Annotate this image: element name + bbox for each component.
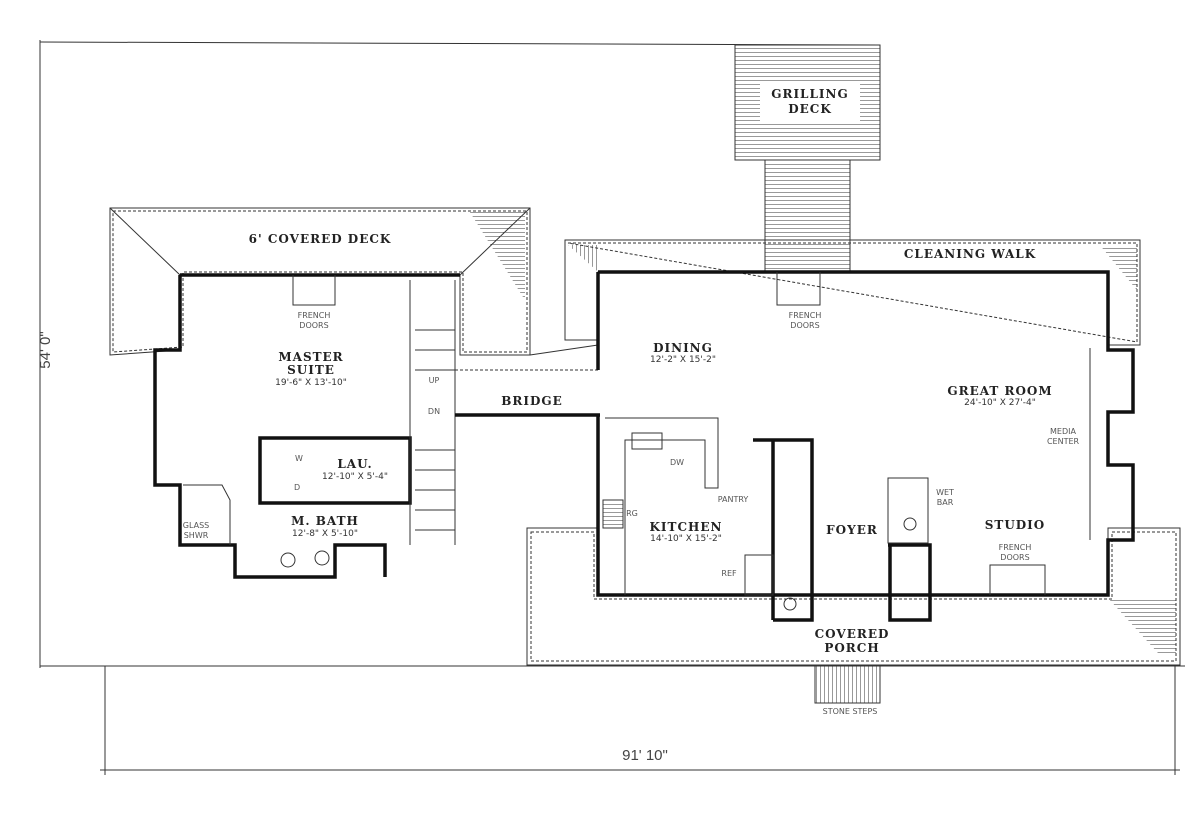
master-suite-size: 19'-6" X 13'-10" bbox=[275, 378, 347, 388]
stairs-up-label: UP bbox=[429, 376, 440, 385]
grilling-deck-label: GRILLING bbox=[771, 87, 849, 101]
french-doors-dining-label-2: DOORS bbox=[790, 321, 819, 330]
french-doors-label-2: DOORS bbox=[299, 321, 328, 330]
french-doors-label: FRENCH bbox=[298, 311, 331, 320]
covered-porch-label: COVERED bbox=[815, 627, 890, 641]
covered-porch-label-2: PORCH bbox=[824, 641, 879, 655]
media-center-label: MEDIA bbox=[1050, 427, 1076, 436]
laundry-label: LAU. bbox=[337, 457, 372, 471]
dishwasher-label: DW bbox=[670, 458, 684, 467]
kitchen-label: KITCHEN bbox=[650, 520, 723, 534]
depth-dimension: 54' 0" bbox=[37, 331, 54, 368]
dryer-label: D bbox=[294, 483, 300, 492]
covered-deck-label: 6' COVERED DECK bbox=[249, 232, 392, 246]
stone-steps-label: STONE STEPS bbox=[823, 707, 878, 716]
great-room-size: 24'-10" X 27'-4" bbox=[964, 398, 1036, 408]
glass-shower-label-2: SHWR bbox=[184, 531, 209, 540]
master-bath-label: M. BATH bbox=[291, 514, 359, 528]
cleaning-walk-label: CLEANING WALK bbox=[904, 247, 1036, 261]
bridge bbox=[455, 344, 600, 417]
width-dimension: 91' 10" bbox=[622, 747, 668, 764]
wet-bar-label: WET bbox=[936, 488, 954, 497]
master-wing-walls bbox=[153, 273, 460, 579]
dining-size: 12'-2" X 15'-2" bbox=[650, 355, 716, 365]
laundry-size: 12'-10" X 5'-4" bbox=[322, 472, 388, 482]
ref-label: REF bbox=[721, 569, 737, 578]
master-bath-size: 12'-8" X 5'-10" bbox=[292, 529, 358, 539]
bridge-label: BRIDGE bbox=[501, 394, 563, 408]
french-doors-studio-label: FRENCH bbox=[999, 543, 1032, 552]
great-room-label: GREAT ROOM bbox=[947, 384, 1052, 398]
grilling-deck-label-2: DECK bbox=[788, 102, 832, 116]
french-doors-dining-label: FRENCH bbox=[789, 311, 822, 320]
studio-label: STUDIO bbox=[985, 518, 1046, 532]
media-center-label-2: CENTER bbox=[1047, 437, 1080, 446]
kitchen-size: 14'-10" X 15'-2" bbox=[650, 534, 722, 544]
glass-shower-label: GLASS bbox=[183, 521, 209, 530]
french-doors-studio-label-2: DOORS bbox=[1000, 553, 1029, 562]
master-suite-label-2: SUITE bbox=[287, 363, 335, 377]
master-suite-label: MASTER bbox=[278, 350, 343, 364]
covered-deck bbox=[109, 207, 531, 356]
cleaning-walk bbox=[564, 239, 1141, 346]
dining-label: DINING bbox=[653, 341, 713, 355]
range-label: RG bbox=[626, 509, 638, 518]
stairs-down-label: DN bbox=[428, 407, 440, 416]
main-house-walls bbox=[596, 270, 1135, 622]
grilling-deck bbox=[734, 44, 881, 273]
wet-bar-label-2: BAR bbox=[937, 498, 954, 507]
foyer-label: FOYER bbox=[826, 523, 878, 537]
washer-label: W bbox=[295, 454, 303, 463]
pantry-label: PANTRY bbox=[718, 495, 749, 504]
